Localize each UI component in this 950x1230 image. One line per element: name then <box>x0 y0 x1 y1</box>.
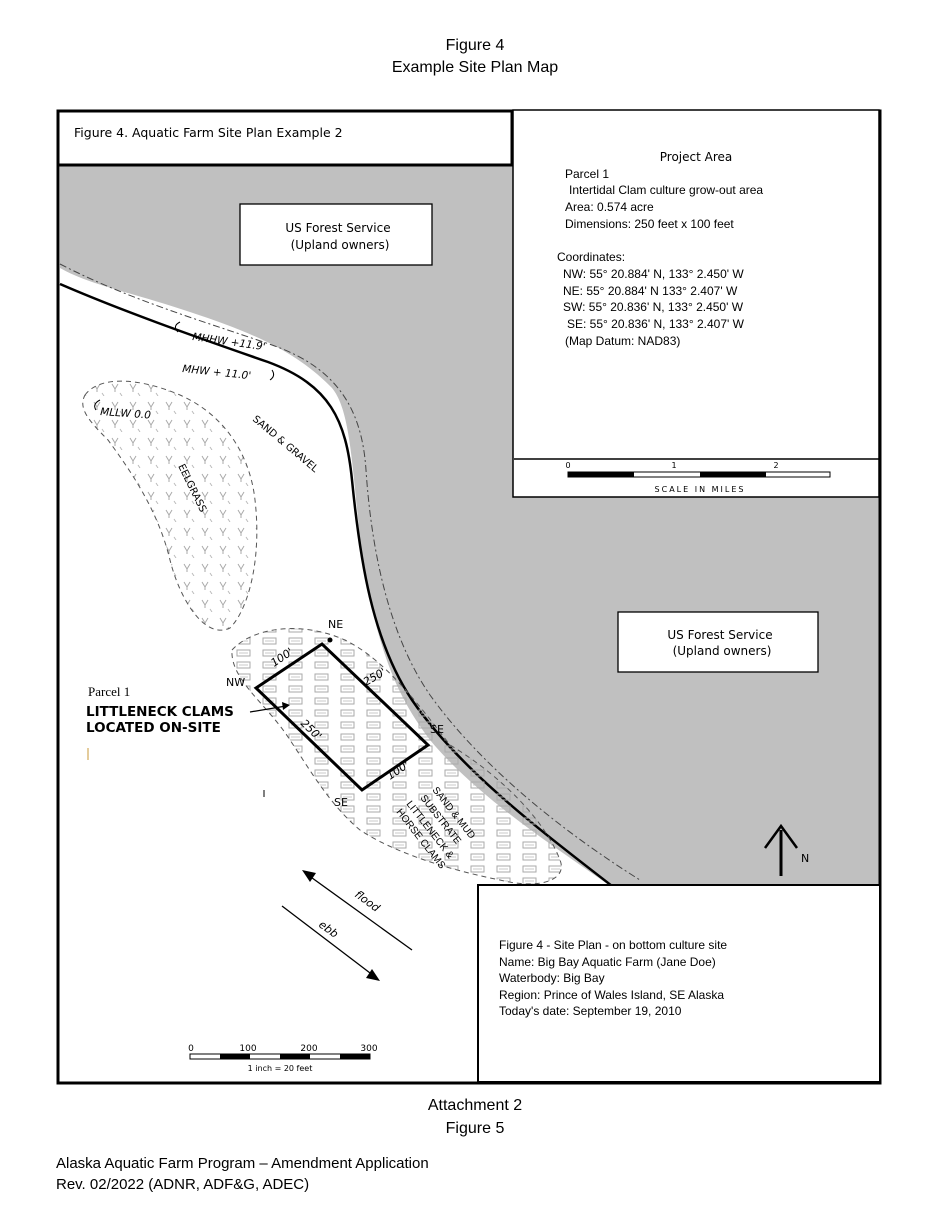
scale-feet-tick: 300 <box>360 1044 377 1054</box>
upland-owner-note: (Upland owners) <box>673 644 772 658</box>
figure-number: Figure 4 <box>445 37 505 54</box>
project-area-line: NW: 55° 20.884' N, 133° 2.450' W <box>563 267 744 281</box>
footer-program: Alaska Aquatic Farm Program – Amendment … <box>56 1155 429 1172</box>
project-area-line: Dimensions: 250 feet x 100 feet <box>565 217 734 231</box>
scale-feet-label: 1 inch = 20 feet <box>248 1064 313 1073</box>
figure-subtitle: Example Site Plan Map <box>391 59 559 76</box>
figure-title-box <box>56 109 514 167</box>
flood-label: flood <box>352 888 383 915</box>
project-area-line: (Map Datum: NAD83) <box>565 334 680 348</box>
upland-owner-name: US Forest Service <box>285 221 390 235</box>
project-area-line: SE: 55° 20.836' N, 133° 2.407' W <box>567 317 745 331</box>
project-area-line: Area: 0.574 acre <box>565 200 654 214</box>
project-area-line: Parcel 1 <box>565 167 609 181</box>
upland-owner-name: US Forest Service <box>667 628 772 642</box>
figure-title: Figure 4. Aquatic Farm Site Plan Example… <box>74 125 343 140</box>
site-info-line: Figure 4 - Site Plan - on bottom culture… <box>499 938 727 952</box>
north-label: N <box>801 852 809 865</box>
scale-feet-tick: 200 <box>300 1044 317 1054</box>
upland-owner-box-right <box>617 611 819 673</box>
mllw-label: MLLW 0.0 <box>100 406 152 422</box>
ebb-label: ebb <box>316 918 340 941</box>
site-info-line: Region: Prince of Wales Island, SE Alask… <box>499 988 724 1002</box>
sand-gravel-label: SAND & GRAVEL <box>250 414 320 475</box>
scale-mile-tick: 1 <box>671 461 676 470</box>
upland-owner-note: (Upland owners) <box>291 238 390 252</box>
site-info-lines: Figure 4 - Site Plan - on bottom culture… <box>499 938 727 1018</box>
upland-owner-box-top <box>239 203 433 266</box>
corner-nw-label: NW <box>226 676 245 689</box>
corner-se-label: SE <box>430 723 444 736</box>
site-info-line: Waterbody: Big Bay <box>499 971 605 985</box>
scale-feet-tick: 100 <box>239 1044 256 1054</box>
parcel-boundary <box>253 642 431 792</box>
scale-mile-tick: 2 <box>773 461 778 470</box>
eelgrass-zone <box>82 380 258 631</box>
attachment-figure: Figure 5 <box>445 1120 505 1137</box>
clam-zone <box>231 628 562 885</box>
project-area-details: Parcel 1 Intertidal Clam culture grow-ou… <box>557 167 763 348</box>
parcel-line: LOCATED ON-SITE <box>86 720 221 736</box>
site-info-line: Name: Big Bay Aquatic Farm (Jane Doe) <box>499 955 716 969</box>
ebb-arrow <box>281 905 375 977</box>
project-area-line: SW: 55° 20.836' N, 133° 2.450' W <box>563 300 744 314</box>
project-area-title: Project Area <box>660 150 733 164</box>
mhhw-line <box>59 263 641 881</box>
mhw-label: MHW + 11.0' <box>182 363 252 382</box>
flood-arrow <box>307 874 413 951</box>
scale-miles-label: SCALE IN MILES <box>655 485 746 494</box>
scale-feet-tick: 0 <box>188 1044 194 1054</box>
project-area-line: NE: 55° 20.884' N 133° 2.407' W <box>563 284 738 298</box>
parcel-line: LITTLENECK CLAMS <box>86 704 234 720</box>
project-area-line: Intertidal Clam culture grow-out area <box>569 183 763 197</box>
project-area-box <box>512 109 880 498</box>
corner-se-bottom-label: SE <box>334 796 348 809</box>
parcel-name: Parcel 1 <box>88 684 130 699</box>
north-arrow: N <box>763 823 809 876</box>
attachment-label: Attachment 2 <box>427 1097 523 1114</box>
footer-revision: Rev. 02/2022 (ADNR, ADF&G, ADEC) <box>56 1176 310 1193</box>
scale-bar-feet: 0 100 200 300 1 inch = 20 feet <box>188 1044 378 1073</box>
scale-bar-miles: 0 1 2 SCALE IN MILES <box>565 461 831 494</box>
scale-mile-tick: 0 <box>565 461 570 470</box>
site-info-box <box>477 884 881 1083</box>
project-area-line: Coordinates: <box>557 250 625 264</box>
site-info-line: Today's date: September 19, 2010 <box>499 1004 682 1018</box>
corner-ne-label: NE <box>328 618 343 631</box>
